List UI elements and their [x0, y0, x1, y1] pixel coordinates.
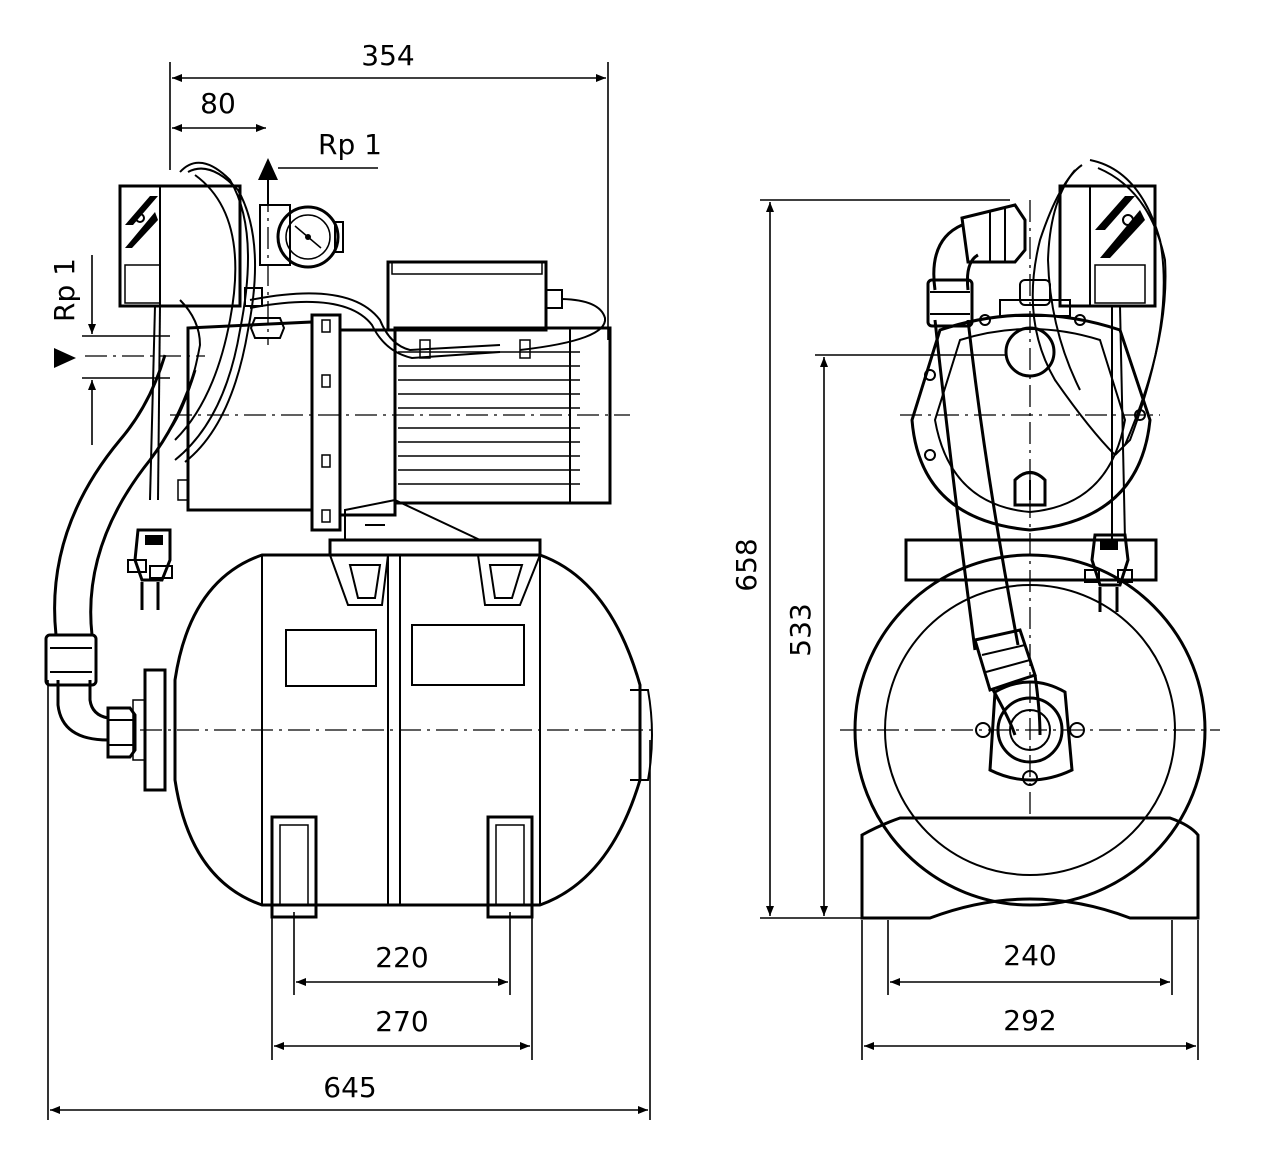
pressure-tank — [173, 538, 653, 919]
dim-220-label: 220 — [375, 941, 428, 974]
front-power-plug — [1084, 533, 1133, 612]
dim-533-label: 533 — [784, 603, 817, 656]
front-power-cable — [1031, 159, 1167, 541]
tank-inlet-connection — [44, 633, 167, 792]
inlet-rp1-label: Rp 1 — [48, 258, 81, 322]
suction-hose — [53, 354, 197, 636]
front-suction-hose — [926, 203, 1042, 736]
power-cable — [149, 161, 501, 501]
outlet-rp1-label: Rp 1 — [318, 128, 382, 161]
motor-cooling-fins — [398, 351, 580, 485]
motor — [386, 260, 612, 505]
side-view: 354 80 Rp 1 Rp 1 220 270 645 — [44, 39, 655, 1120]
dim-240-label: 240 — [1003, 939, 1056, 972]
front-view: 658 533 240 292 — [730, 159, 1220, 1060]
pressure-gauge — [244, 204, 344, 339]
power-plug — [127, 528, 173, 610]
front-pressure-switch — [1058, 184, 1157, 308]
dim-645-label: 645 — [323, 1071, 376, 1104]
inlet-arrow-icon — [54, 348, 76, 368]
front-pump-housing — [910, 279, 1152, 532]
pressure-switch — [118, 184, 242, 308]
dim-658-label: 658 — [730, 538, 763, 591]
dim-80-label: 80 — [200, 87, 236, 120]
dim-292-label: 292 — [1003, 1004, 1056, 1037]
dim-354-label: 354 — [361, 39, 414, 72]
dim-270-label: 270 — [375, 1005, 428, 1038]
outlet-arrow-icon — [258, 158, 278, 180]
